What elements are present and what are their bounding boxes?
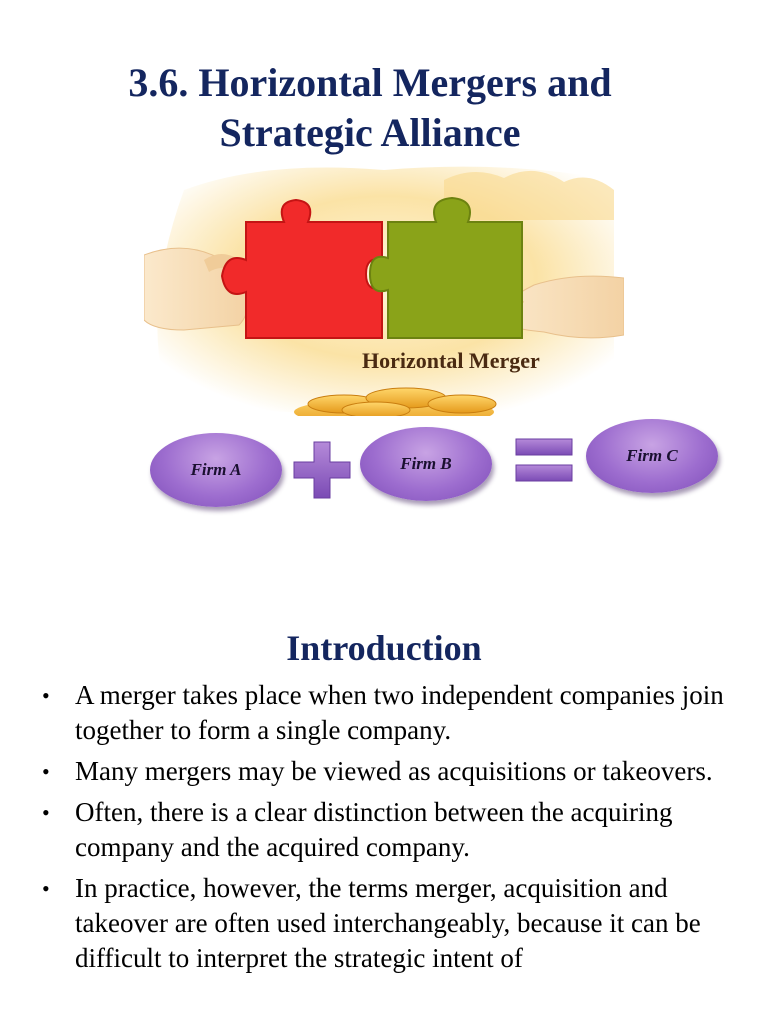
merger-equation: Firm A Firm B Firm C (0, 415, 768, 515)
firm-c-label: Firm C (626, 446, 678, 465)
green-puzzle-piece-icon (368, 196, 523, 339)
bullet-text: Often, there is a clear distinction betw… (75, 797, 673, 862)
firm-a-label: Firm A (190, 460, 242, 479)
horizontal-merger-illustration (144, 160, 624, 416)
bullet-text: Many mergers may be viewed as acquisitio… (75, 756, 713, 786)
list-item: • Often, there is a clear distinction be… (40, 795, 740, 865)
title-line-1: 3.6. Horizontal Mergers and (128, 60, 612, 105)
bullet-dot: • (42, 683, 50, 708)
bullet-dot: • (42, 800, 50, 825)
bullet-dot: • (42, 759, 50, 784)
firm-b-oval: Firm B (360, 427, 492, 501)
list-item: • A merger takes place when two independ… (40, 678, 740, 748)
list-item: • In practice, however, the terms merger… (40, 871, 740, 976)
title-line-2: Strategic Alliance (219, 110, 521, 155)
section-heading: Introduction (286, 628, 482, 668)
firm-c-oval: Firm C (586, 419, 718, 493)
bullet-list: • A merger takes place when two independ… (40, 678, 740, 982)
bullet-text: A merger takes place when two independen… (75, 680, 724, 745)
list-item: • Many mergers may be viewed as acquisit… (40, 754, 740, 789)
bullet-text: In practice, however, the terms merger, … (75, 873, 701, 973)
equals-icon (515, 438, 573, 482)
plus-icon (293, 441, 351, 499)
firm-b-label: Firm B (400, 454, 452, 473)
slide-title: 3.6. Horizontal Mergers and Strategic Al… (0, 58, 740, 158)
firm-a-oval: Firm A (150, 433, 282, 507)
bullet-dot: • (42, 876, 50, 901)
red-puzzle-piece-icon (220, 198, 383, 339)
illustration-caption: Horizontal Merger (362, 348, 540, 373)
coins-icon (294, 387, 497, 416)
